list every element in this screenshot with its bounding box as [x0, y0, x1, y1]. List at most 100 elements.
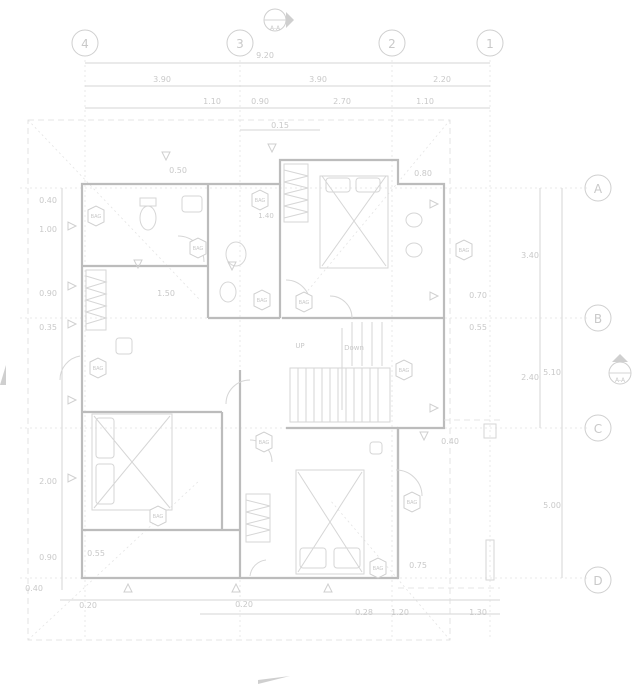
dimension-left: 0.40 1.00 0.90 0.35 2.00 0.90 0.55 0.40 — [25, 188, 105, 593]
svg-text:BAG: BAG — [299, 300, 310, 306]
svg-text:0.40: 0.40 — [25, 584, 43, 593]
svg-text:BAG: BAG — [153, 514, 164, 520]
bathroom-fixtures — [115, 195, 423, 455]
right-column-stubs — [398, 419, 500, 589]
svg-text:0.90: 0.90 — [39, 289, 57, 298]
svg-text:BAG: BAG — [257, 298, 268, 304]
svg-text:3.40: 3.40 — [521, 251, 539, 260]
svg-text:1.00: 1.00 — [39, 225, 57, 234]
svg-text:BAG: BAG — [259, 440, 270, 446]
svg-text:0.55: 0.55 — [469, 323, 487, 332]
svg-text:0.20: 0.20 — [79, 601, 97, 610]
svg-text:Down: Down — [344, 344, 364, 352]
svg-text:2: 2 — [388, 37, 396, 51]
row-bubble-B: B — [584, 304, 612, 332]
staircase: Down UP — [289, 322, 391, 423]
room-tag-2: BAG — [189, 237, 207, 259]
room-tag-11: BAG — [403, 491, 421, 513]
svg-text:9.20: 9.20 — [256, 51, 274, 60]
svg-text:BAG: BAG — [407, 500, 418, 506]
svg-text:0.40: 0.40 — [441, 437, 459, 446]
room-tag-10: BAG — [149, 505, 167, 527]
room-tag-8: BAG — [395, 359, 413, 381]
svg-text:0.20: 0.20 — [235, 600, 253, 609]
svg-text:1: 1 — [486, 37, 494, 51]
svg-text:BAG: BAG — [459, 248, 470, 254]
svg-text:1.10: 1.10 — [203, 97, 221, 106]
row-bubble-C: C — [584, 414, 612, 442]
svg-text:0.75: 0.75 — [409, 561, 427, 570]
svg-text:1.50: 1.50 — [157, 289, 175, 298]
column-bubble-2: 2 — [378, 29, 406, 57]
svg-text:BAG: BAG — [399, 368, 410, 374]
svg-text:A-A: A-A — [270, 25, 281, 32]
svg-text:2.40: 2.40 — [521, 373, 539, 382]
room-tag-9: BAG — [255, 431, 273, 453]
svg-text:0.55: 0.55 — [87, 549, 105, 558]
interior-walls — [82, 184, 444, 578]
section-mark-top: A-A — [263, 8, 294, 32]
svg-text:BAG: BAG — [373, 566, 384, 572]
bed-left — [91, 413, 173, 511]
svg-text:D: D — [593, 574, 602, 588]
svg-text:C: C — [594, 422, 602, 436]
svg-text:0.90: 0.90 — [251, 97, 269, 106]
room-tag-6: BAG — [455, 239, 473, 261]
svg-text:5.00: 5.00 — [543, 501, 561, 510]
grid-lines-horizontal — [20, 187, 590, 579]
grid-lines-vertical — [84, 60, 491, 640]
room-tag-5: BAG — [295, 291, 313, 313]
row-bubble-A: A — [584, 174, 612, 202]
bed-top-right — [319, 175, 389, 269]
svg-text:1.20: 1.20 — [391, 608, 409, 617]
inner-dimensions: 1.50 0.75 1.40 — [157, 212, 427, 570]
svg-text:1.10: 1.10 — [416, 97, 434, 106]
svg-text:2.00: 2.00 — [39, 477, 57, 486]
svg-text:BAG: BAG — [93, 366, 104, 372]
dimension-bottom: 0.20 0.20 0.28 1.20 1.30 — [60, 599, 500, 617]
dimension-right: 3.40 2.40 5.10 5.00 0.70 0.55 0.40 — [441, 188, 563, 578]
svg-text:2.20: 2.20 — [433, 75, 451, 84]
room-tag-12: BAG — [369, 557, 387, 579]
wardrobe-left — [84, 269, 108, 331]
row-bubble-D: D — [584, 566, 612, 594]
column-bubble-1: 1 — [476, 29, 504, 57]
svg-text:0.28: 0.28 — [355, 608, 373, 617]
svg-text:0.90: 0.90 — [39, 553, 57, 562]
room-tag-3: BAG — [251, 189, 269, 211]
section-arrow-left — [0, 365, 6, 385]
wardrobe-bottom — [245, 493, 271, 543]
room-tag-7: BAG — [89, 357, 107, 379]
svg-text:3.90: 3.90 — [153, 75, 171, 84]
bed-bottom — [295, 469, 365, 575]
svg-text:BAG: BAG — [255, 198, 266, 204]
svg-text:0.50: 0.50 — [169, 166, 187, 175]
svg-text:5.10: 5.10 — [543, 368, 561, 377]
svg-text:BAG: BAG — [193, 246, 204, 252]
svg-text:UP: UP — [295, 342, 304, 350]
dimension-top: 9.20 3.90 3.90 2.20 1.10 0.90 2.70 1.10 … — [85, 51, 490, 178]
svg-text:B: B — [594, 312, 602, 326]
svg-text:0.80: 0.80 — [414, 169, 432, 178]
svg-text:A-A: A-A — [615, 377, 626, 384]
svg-text:3.90: 3.90 — [309, 75, 327, 84]
column-bubble-4: 4 — [71, 29, 99, 57]
wardrobe-top — [283, 163, 309, 223]
svg-text:0.70: 0.70 — [469, 291, 487, 300]
svg-text:0.40: 0.40 — [39, 196, 57, 205]
svg-text:4: 4 — [81, 37, 89, 51]
svg-text:3: 3 — [236, 37, 244, 51]
svg-text:A: A — [594, 182, 603, 196]
svg-text:0.15: 0.15 — [271, 121, 289, 130]
svg-text:0.35: 0.35 — [39, 323, 57, 332]
room-tag-1: BAG — [87, 205, 105, 227]
section-arrow-bottom — [258, 676, 290, 684]
section-mark-right: A-A — [608, 354, 632, 385]
svg-text:1.30: 1.30 — [469, 608, 487, 617]
svg-text:1.40: 1.40 — [258, 212, 274, 220]
room-tag-4: BAG — [253, 289, 271, 311]
section-triangles — [67, 143, 440, 593]
exterior-walls — [80, 158, 446, 580]
